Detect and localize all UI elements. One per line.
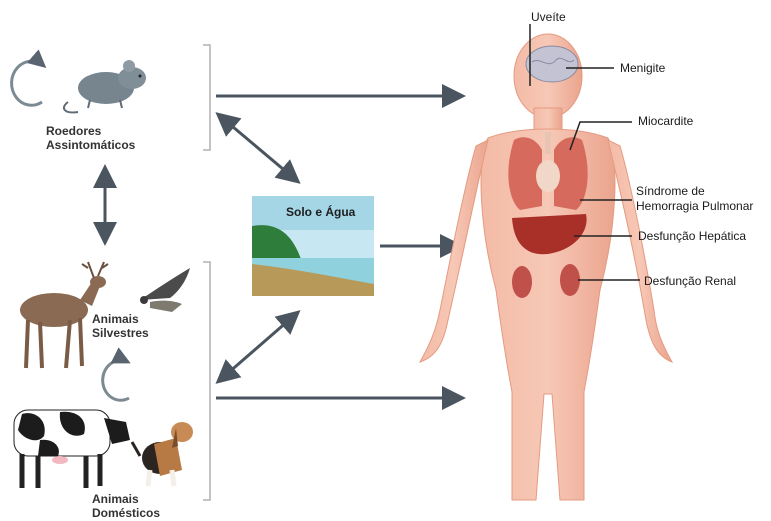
wild-animals-label-line1: Animais bbox=[92, 312, 139, 326]
animals-environment-arrow bbox=[220, 314, 296, 380]
pulmonary-hemorrhage-label-line1: Síndrome de bbox=[636, 184, 705, 199]
uveitis-label: Uveíte bbox=[531, 10, 566, 25]
wild-animals-label-line2: Silvestres bbox=[92, 326, 149, 340]
hepatic-dysfunction-label: Desfunção Hepática bbox=[638, 229, 746, 244]
domestic-animals-label-line2: Domésticos bbox=[92, 506, 160, 520]
rodent-cycle-icon bbox=[12, 61, 44, 105]
rodents-label-line1: Roedores bbox=[46, 124, 101, 138]
left-kidney-illustration bbox=[512, 266, 532, 298]
bird-illustration bbox=[140, 268, 190, 312]
pulmonary-hemorrhage-label-line2: Hemorragia Pulmonar bbox=[636, 199, 753, 214]
cow-illustration bbox=[14, 410, 130, 488]
rodent-bracket bbox=[203, 45, 210, 150]
myocarditis-label: Miocardite bbox=[638, 114, 693, 129]
meningitis-label: Menigite bbox=[620, 61, 665, 76]
domestic-animals-label-line1: Animais bbox=[92, 492, 139, 506]
rodent-environment-arrow bbox=[220, 116, 296, 180]
right-kidney-illustration bbox=[560, 264, 580, 296]
human-body-illustration bbox=[420, 34, 672, 500]
animal-cycle-icon bbox=[103, 360, 129, 400]
soil-water-label: Solo e Água bbox=[286, 205, 355, 219]
animals-bracket bbox=[203, 262, 210, 500]
brain-illustration bbox=[526, 46, 578, 82]
dog-illustration bbox=[132, 422, 193, 486]
rodents-label-line2: Assintomáticos bbox=[46, 138, 135, 152]
renal-dysfunction-label: Desfunção Renal bbox=[644, 274, 736, 289]
rat-illustration bbox=[64, 60, 146, 112]
